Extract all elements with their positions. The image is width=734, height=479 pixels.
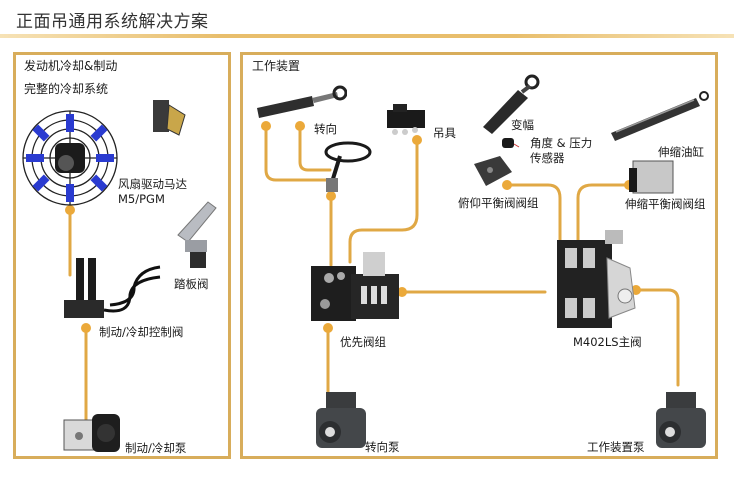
luffing-cylinder-icon (483, 74, 540, 134)
node (397, 287, 407, 297)
valve-block-icon (387, 104, 425, 135)
wire-tilt-to-main (505, 183, 562, 242)
label-steering: 转向 (314, 122, 337, 136)
cooling-fan-icon (22, 110, 118, 206)
node (412, 135, 422, 145)
label-brake-cooling-control-valve: 制动/冷却控制阀 (99, 325, 184, 339)
label-sensor-line2: 传感器 (530, 151, 565, 165)
oil-cooler-icon (153, 100, 186, 136)
label-sensor: 角度 & 压力 (530, 136, 593, 150)
hydraulic-cylinder-icon (257, 85, 347, 118)
wire-main-to-workpump (634, 288, 680, 387)
label-tilt-balance-valve: 俯仰平衡阀阀组 (458, 196, 539, 210)
tilt-balance-valve-icon (474, 156, 512, 186)
tele-balance-valve-icon (629, 160, 674, 194)
label-brake-cooling-pump: 制动/冷却泵 (125, 441, 187, 455)
piston-pump-icon (316, 392, 366, 448)
label-steering-pump: 转向泵 (365, 440, 400, 454)
wire-cyl-left (264, 124, 332, 182)
node (65, 205, 75, 215)
node (326, 191, 336, 201)
accumulator-valve-icon (64, 258, 161, 318)
wire-spreader-to-priority (348, 138, 419, 264)
sensor-icon (502, 138, 520, 148)
wire-cyl-right (298, 124, 332, 172)
telescopic-cylinder-icon (611, 91, 709, 141)
subheading-cooling-system: 完整的冷却系统 (24, 82, 109, 96)
gear-pump-icon (63, 414, 120, 452)
label-tele-balance-valve: 伸缩平衡阀阀组 (625, 197, 706, 211)
brake-pedal-icon (177, 201, 217, 268)
title-divider (0, 34, 734, 38)
label-fan-motor: 风扇驱动马达 (118, 177, 187, 191)
panel-work-equipment (240, 52, 718, 459)
label-work-pump: 工作装置泵 (587, 440, 645, 454)
node (502, 180, 512, 190)
piston-pump-icon (656, 392, 706, 448)
node (81, 323, 91, 333)
main-valve-icon (557, 230, 636, 328)
label-priority-valve: 优先阀组 (340, 335, 386, 349)
page-title: 正面吊通用系统解决方案 (16, 12, 209, 32)
node (323, 323, 333, 333)
steering-wheel-icon (324, 141, 372, 192)
node (261, 121, 271, 131)
label-luffing: 变幅 (511, 118, 534, 132)
heading-work-equipment: 工作装置 (252, 59, 301, 73)
priority-valve-icon (311, 252, 399, 321)
heading-engine-cooling-brake: 发动机冷却&制动 (24, 59, 118, 73)
label-pedal-valve: 踏板阀 (174, 277, 209, 291)
label-fan-motor-model: M5/PGM (118, 192, 165, 206)
label-main-valve: M402LS主阀 (573, 335, 642, 349)
wire-tele-to-main (576, 183, 631, 242)
label-telescopic-cylinder: 伸缩油缸 (658, 145, 704, 159)
node (295, 121, 305, 131)
label-spreader: 吊具 (433, 126, 456, 140)
